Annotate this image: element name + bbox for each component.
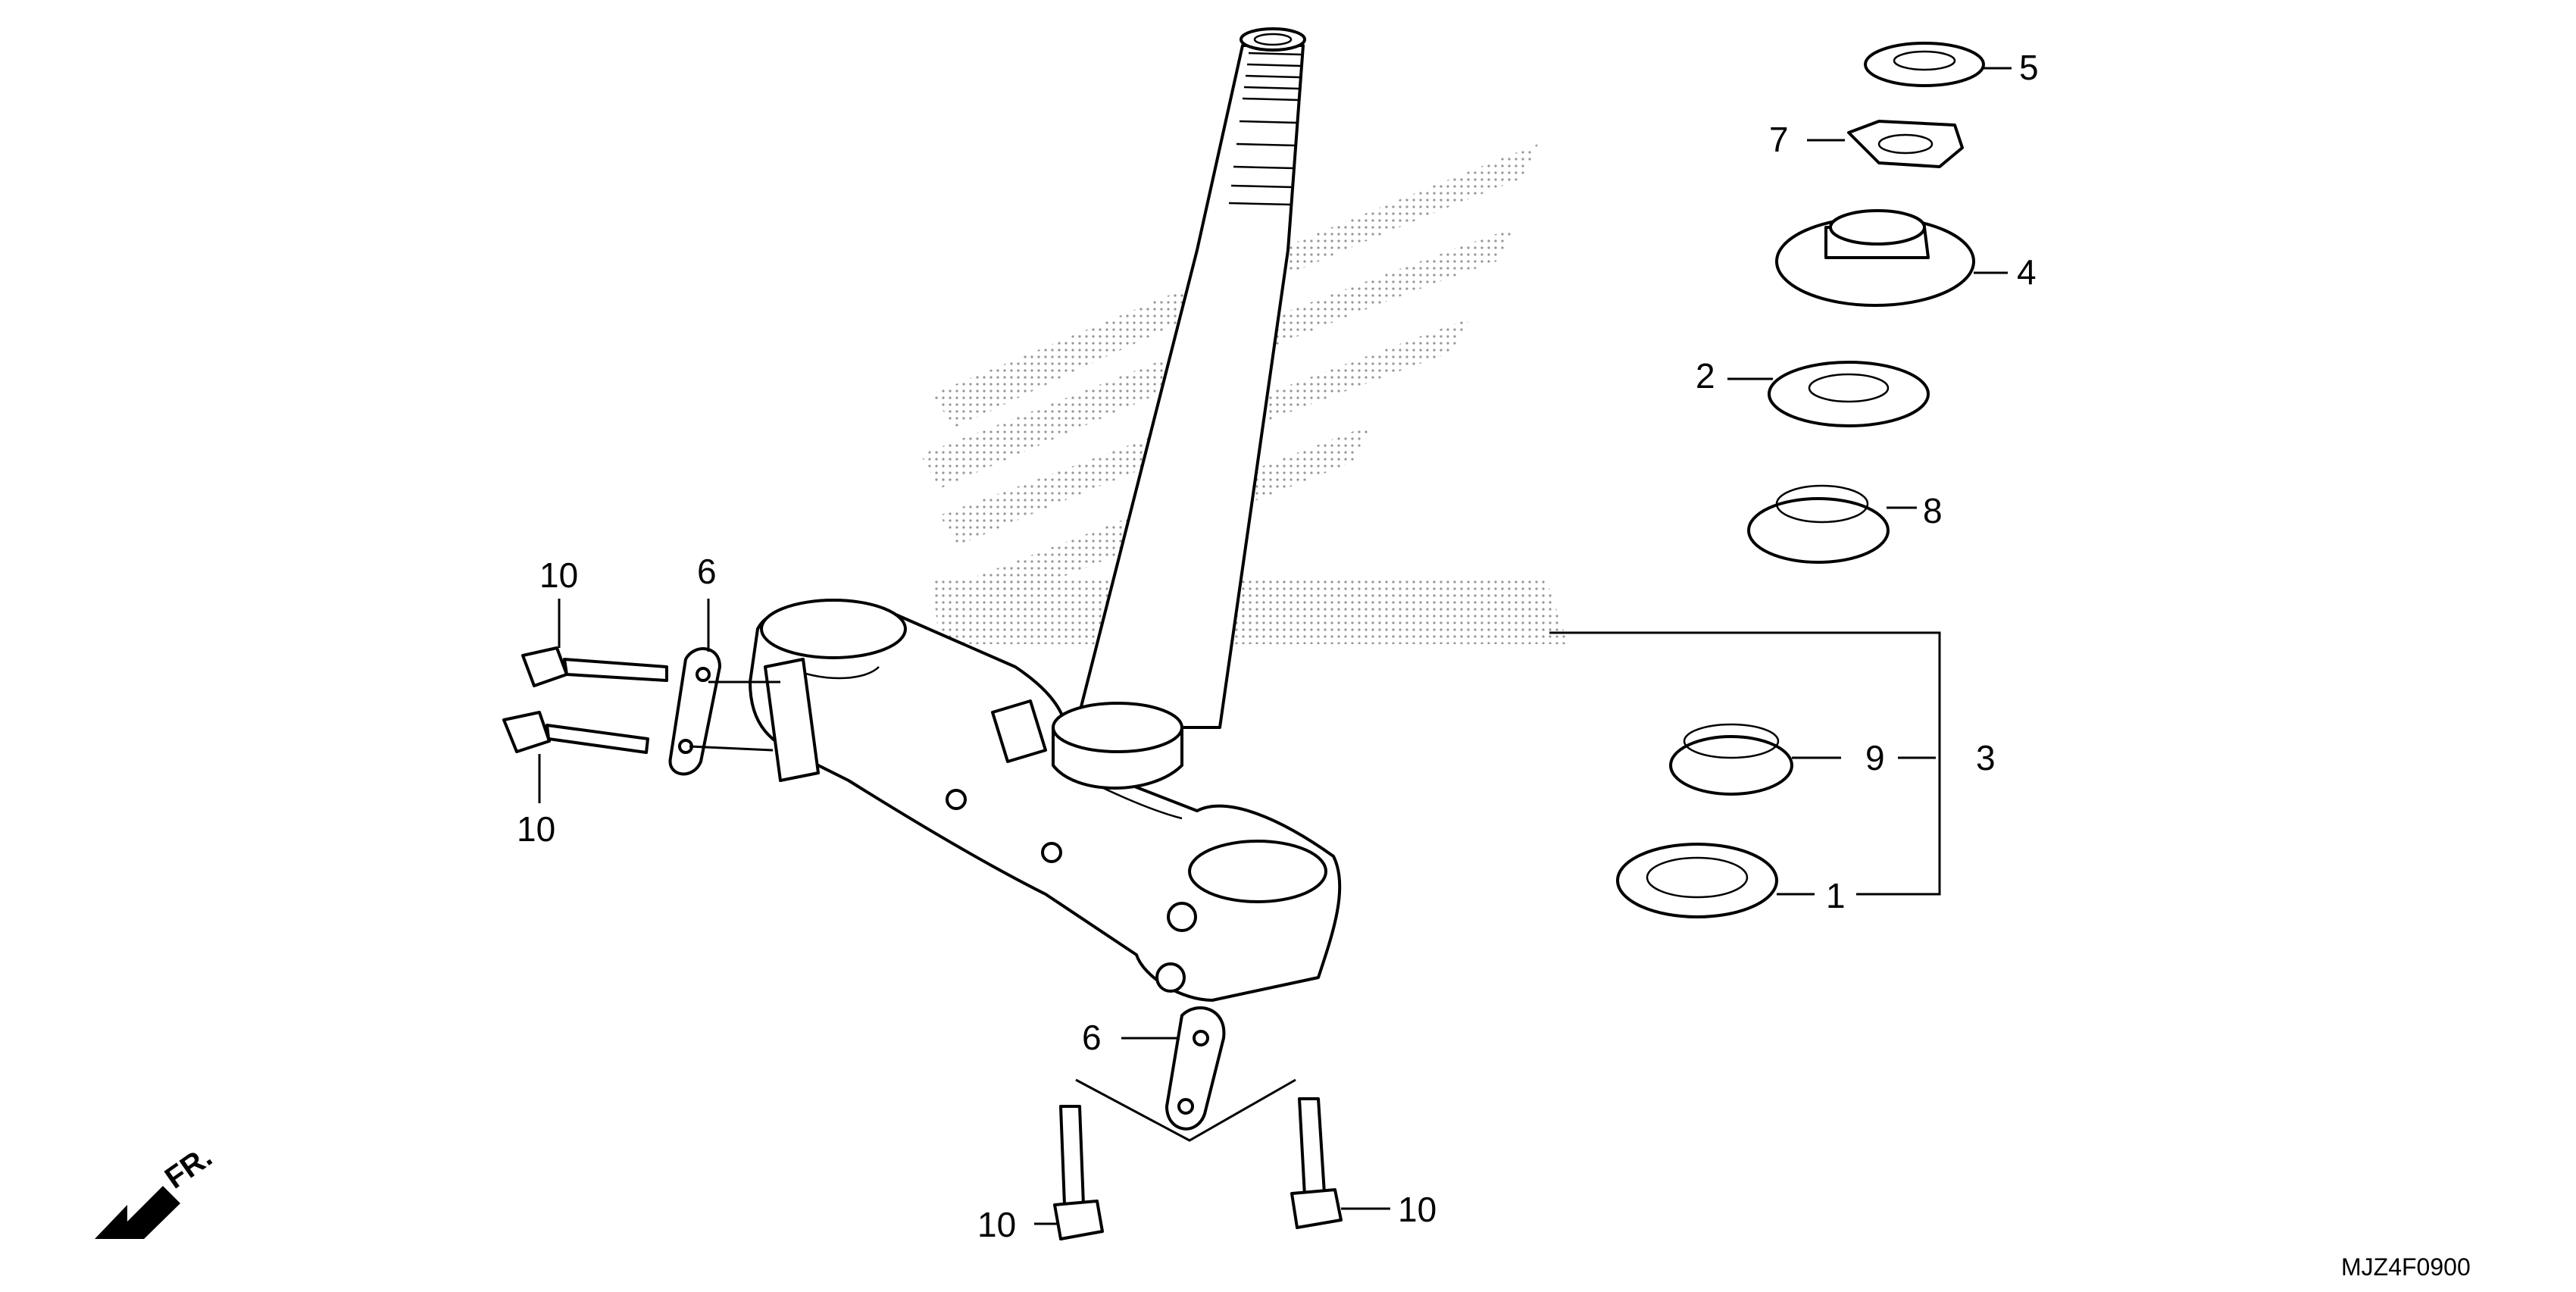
leader-lines — [538, 67, 2012, 1225]
callout-1: 1 — [1826, 876, 1846, 915]
callout-10-lower-left: 10 — [977, 1205, 1016, 1244]
front-arrow-icon — [95, 1186, 180, 1239]
part-2-dust-seal — [1768, 361, 1930, 427]
callout-8: 8 — [1923, 491, 1943, 530]
bolt-10-upper — [521, 646, 668, 687]
callout-5: 5 — [2019, 48, 2039, 87]
bottom-bridge — [749, 599, 1342, 1002]
plate-6-bottom — [1075, 1006, 1296, 1142]
callout-labels: 1 2 3 4 5 6 6 7 8 9 10 10 10 10 FR. MJZ4… — [159, 48, 2471, 1281]
callout-7: 7 — [1769, 120, 1789, 159]
callout-9: 9 — [1865, 738, 1885, 777]
callout-10-middle: 10 — [517, 809, 555, 849]
front-label: FR. — [159, 1140, 218, 1195]
part-7-lock-washer — [1847, 120, 1964, 168]
plate-6-left — [668, 647, 780, 776]
bolt-10-lower-right — [1290, 1097, 1343, 1229]
callout-6-left: 6 — [697, 552, 717, 591]
callout-2: 2 — [1696, 356, 1715, 396]
part-8-bearing — [1747, 484, 1890, 564]
callout-3: 3 — [1976, 738, 1996, 777]
part-9-race — [1669, 723, 1793, 796]
part-5-lock-nut — [1864, 42, 1985, 87]
callout-6-bottom: 6 — [1082, 1018, 1102, 1057]
bolt-10-lower-left — [1053, 1105, 1104, 1240]
part-1-race — [1616, 843, 1778, 918]
callout-4: 4 — [2017, 252, 2037, 292]
part-4-adjusting-nut — [1775, 209, 1975, 307]
bolt-10-middle — [502, 711, 649, 754]
steering-stem — [1074, 27, 1306, 729]
callout-10-upper: 10 — [539, 555, 578, 595]
callout-10-lower-right: 10 — [1398, 1190, 1436, 1229]
diagram-code: MJZ4F0900 — [2341, 1253, 2471, 1281]
